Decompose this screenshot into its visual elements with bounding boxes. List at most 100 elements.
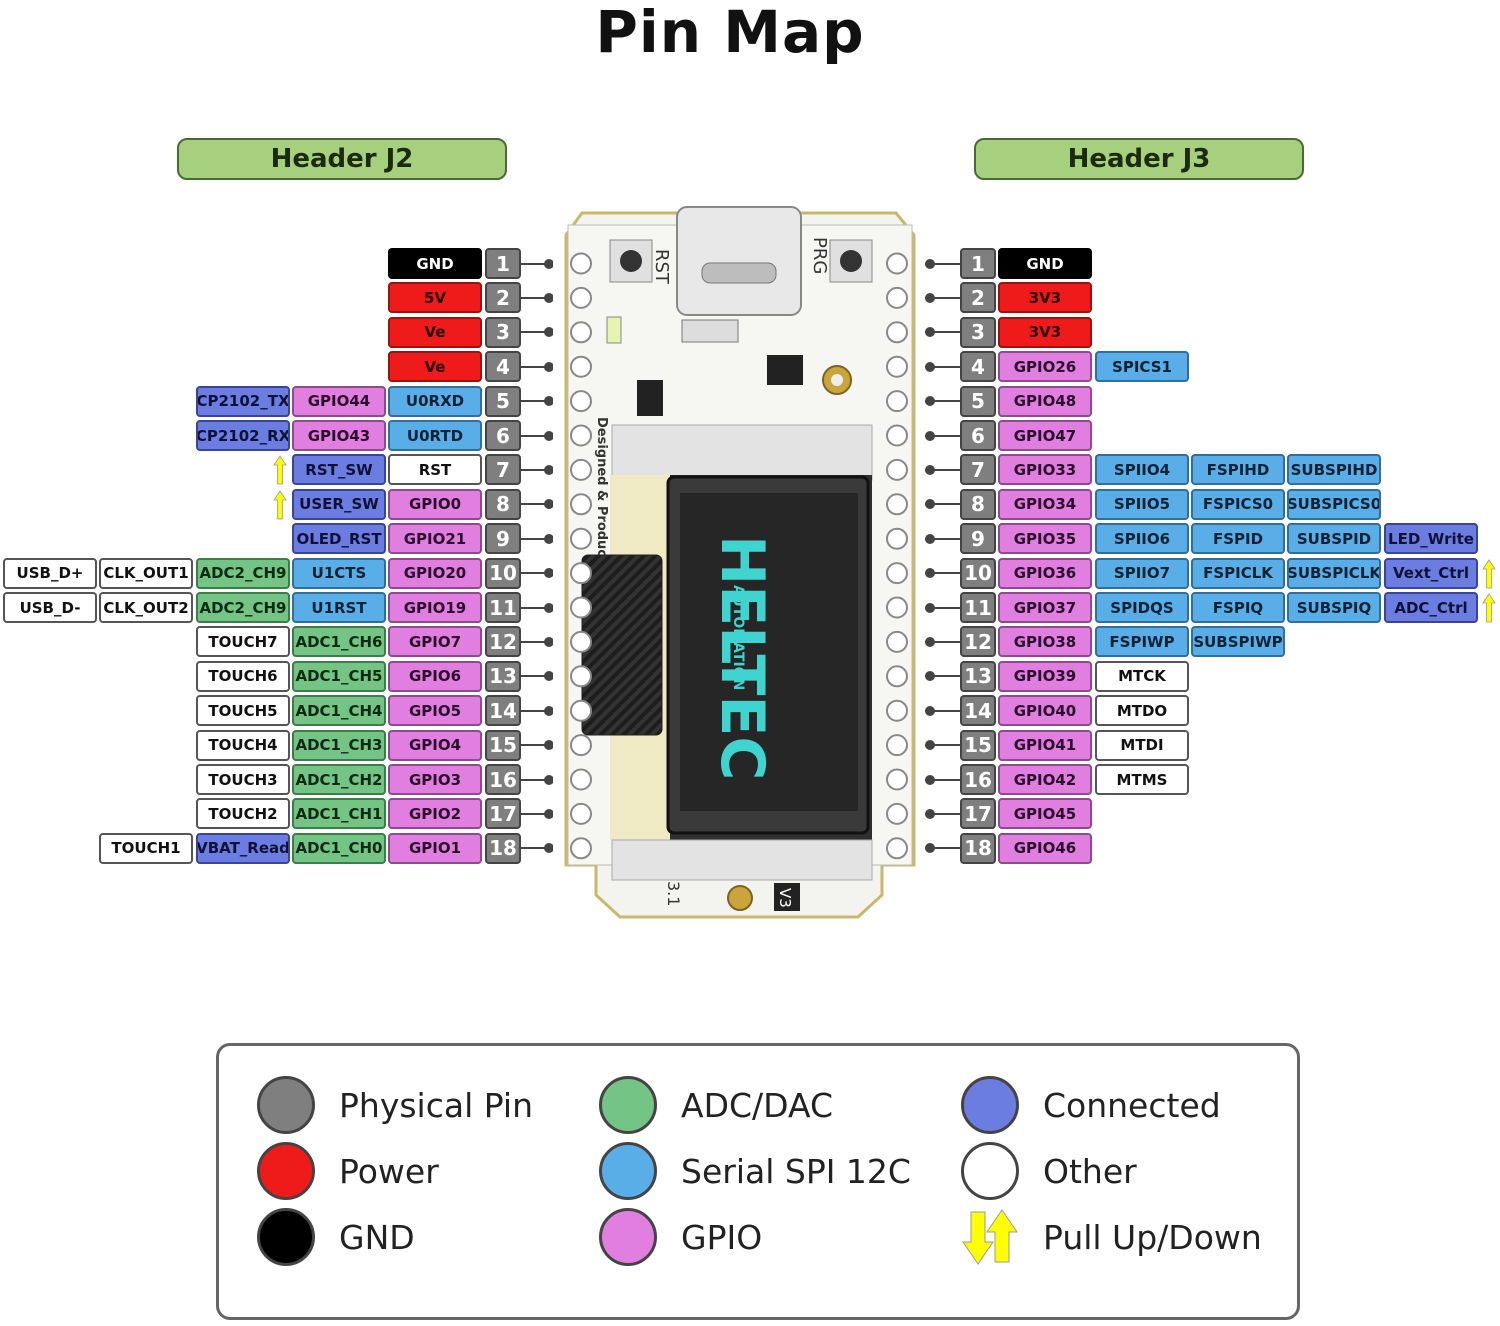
pin-hole	[570, 493, 592, 516]
legend-swatch-other	[961, 1142, 1019, 1200]
pin-label-serial: U1RST	[292, 592, 386, 623]
pin-hole	[886, 424, 908, 447]
pin-hole	[570, 286, 592, 309]
pin-label-gpio: GPIO39	[998, 660, 1092, 692]
bottom-antenna-icon	[727, 885, 753, 911]
physical-pin-number: 6	[960, 420, 996, 451]
pin-connector-line	[521, 396, 553, 407]
pin-hole	[570, 734, 592, 757]
pin-connector-line	[521, 464, 553, 475]
heltec-logo-text: HELTEC	[707, 535, 777, 780]
pin-label-gpio: GPIO7	[388, 626, 482, 658]
pin-label-other: TOUCH7	[196, 626, 290, 658]
pull-up-arrow-icon	[1482, 593, 1496, 623]
legend-label: Connected	[1043, 1085, 1221, 1125]
legend-label: ADC/DAC	[681, 1085, 834, 1125]
automation-logo-text: AUTOMATION	[730, 585, 746, 690]
physical-pin-number: 15	[960, 729, 996, 761]
legend-swatch-serial	[599, 1142, 657, 1200]
pin-label-power: 5V	[388, 282, 482, 314]
pin-label-gpio: GPIO45	[998, 798, 1092, 830]
physical-pin-number: 13	[485, 660, 521, 692]
pin-hole	[570, 252, 592, 275]
pin-label-power: Ve	[388, 316, 482, 348]
pin-label-serial: FSPICS0	[1191, 488, 1285, 520]
pin-connector-line	[925, 636, 960, 647]
pin-label-gpio: GPIO38	[998, 626, 1092, 658]
pin-connector-line	[925, 774, 960, 785]
pin-hole	[886, 252, 908, 275]
pin-label-connected: Vext_Ctrl	[1384, 557, 1478, 589]
pin-hole	[570, 527, 592, 550]
pin-label-other: TOUCH1	[99, 832, 193, 864]
legend-swatch-power	[257, 1142, 315, 1200]
physical-pin-number: 15	[485, 729, 521, 761]
legend-item: Physical Pin	[257, 1076, 533, 1134]
physical-pin-number: 13	[960, 660, 996, 692]
pin-hole	[570, 562, 592, 585]
pin-connector-line	[521, 430, 553, 441]
pin-label-serial: FSPIWP	[1095, 626, 1189, 658]
pin-label-gpio: GPIO36	[998, 557, 1092, 589]
physical-pin-number: 10	[960, 557, 996, 589]
pin-hole	[886, 458, 908, 481]
pin-label-gpio: GPIO44	[292, 385, 386, 417]
physical-pin-number: 8	[960, 488, 996, 520]
pin-label-other: MTMS	[1095, 764, 1189, 795]
pin-label-connected: USER_SW	[292, 488, 386, 520]
legend-label: Pull Up/Down	[1043, 1217, 1262, 1257]
pin-hole	[886, 596, 908, 619]
pin-hole	[886, 734, 908, 757]
pin-label-gpio: GPIO6	[388, 660, 482, 692]
pin-label-gpio: GPIO21	[388, 523, 482, 555]
physical-pin-number: 11	[485, 592, 521, 623]
pin-label-other: TOUCH5	[196, 695, 290, 727]
physical-pin-number: 17	[960, 798, 996, 830]
physical-pin-number: 2	[960, 282, 996, 314]
pin-label-other: USB_D+	[3, 557, 97, 589]
pin-connector-line	[925, 671, 960, 682]
legend-item: Pull Up/Down	[961, 1208, 1262, 1266]
pin-connector-line	[521, 843, 553, 854]
pin-label-other: TOUCH2	[196, 798, 290, 830]
pin-label-gpio: GPIO37	[998, 592, 1092, 623]
pin-label-serial: U1CTS	[292, 557, 386, 589]
pull-up-arrow-icon	[273, 490, 287, 520]
pin-label-gpio: GPIO26	[998, 351, 1092, 383]
pin-label-serial: U0RXD	[388, 385, 482, 417]
board-side-text: Designed & Produced	[594, 417, 609, 575]
pin-label-serial: SUBSPIHD	[1287, 454, 1381, 486]
pin-connector-line	[521, 636, 553, 647]
pin-hole	[570, 665, 592, 688]
pin-connector-line	[521, 808, 553, 819]
pin-label-serial: SPIDQS	[1095, 592, 1189, 623]
physical-pin-number: 5	[960, 385, 996, 417]
physical-pin-number: 18	[960, 832, 996, 864]
physical-pin-number: 4	[960, 351, 996, 383]
pin-connector-line	[925, 258, 960, 269]
legend-swatch-connected	[961, 1076, 1019, 1134]
legend-item: Other	[961, 1142, 1137, 1200]
pin-label-power: 3V3	[998, 282, 1092, 314]
pull-up-arrow-icon	[1482, 558, 1496, 588]
pin-hole	[570, 630, 592, 653]
pin-hole	[886, 493, 908, 516]
board-revision-text: 3.1	[664, 881, 683, 906]
pin-label-serial: SPIIO4	[1095, 454, 1189, 486]
pin-hole	[570, 837, 592, 860]
pin-label-serial: FSPID	[1191, 523, 1285, 555]
pin-hole	[886, 321, 908, 344]
physical-pin-number: 8	[485, 488, 521, 520]
pin-connector-line	[925, 740, 960, 751]
page-title: Pin Map	[595, 0, 865, 66]
oled-display	[680, 493, 858, 811]
physical-pin-number: 14	[485, 695, 521, 727]
pin-label-power: 3V3	[998, 316, 1092, 348]
pin-label-gpio: GPIO35	[998, 523, 1092, 555]
pin-connector-line	[521, 361, 553, 372]
pin-label-serial: SUBSPIQ	[1287, 592, 1381, 623]
legend-item: ADC/DAC	[599, 1076, 833, 1134]
pin-label-gpio: GPIO20	[388, 557, 482, 589]
pin-label-gpio: GPIO5	[388, 695, 482, 727]
